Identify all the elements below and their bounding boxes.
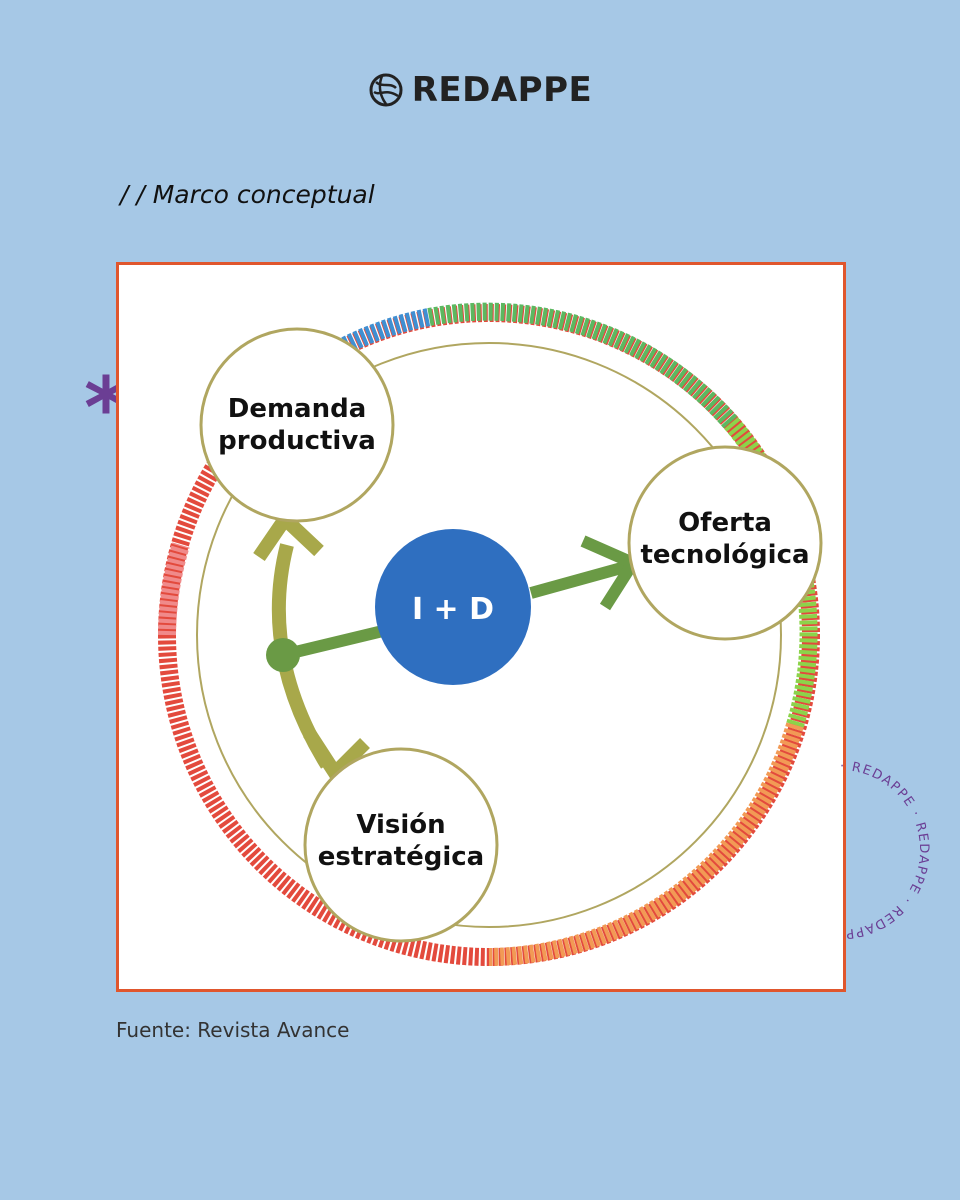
source-caption: Fuente: Revista Avance bbox=[116, 1018, 350, 1042]
node-oferta-line2: tecnológica bbox=[640, 540, 809, 570]
arrow-to-oferta bbox=[529, 561, 627, 599]
diagram-frame: I + D Demanda productiva Oferta tecnológ… bbox=[116, 262, 846, 992]
node-demanda: Demanda productiva bbox=[199, 327, 395, 523]
circular-stamp: · REDAPPE · REDAPPE · REDAPPE bbox=[820, 740, 931, 941]
node-demanda-line2: productiva bbox=[218, 426, 376, 456]
center-label: I + D bbox=[412, 592, 494, 627]
arrow-down-head bbox=[303, 729, 370, 785]
node-oferta-line1: Oferta bbox=[678, 508, 772, 538]
globe-icon bbox=[369, 73, 403, 107]
ring-pink-segment bbox=[158, 542, 190, 636]
inner-ring bbox=[196, 342, 782, 928]
node-vision-line2: estratégica bbox=[318, 842, 484, 872]
node-vision-line1: Visión bbox=[356, 810, 445, 840]
concept-diagram: I + D Demanda productiva Oferta tecnológ… bbox=[158, 302, 823, 966]
ring-blue-segment bbox=[256, 308, 431, 412]
ring-orange-segment bbox=[488, 722, 804, 966]
node-vision: Visión estratégica bbox=[303, 747, 499, 943]
stamp-text: · REDAPPE · REDAPPE · REDAPPE bbox=[820, 740, 931, 941]
node-demanda-line1: Demanda bbox=[228, 394, 367, 424]
page-title: / / Marco conceptual bbox=[120, 180, 375, 209]
center-circle bbox=[375, 529, 531, 685]
node-oferta: Oferta tecnológica bbox=[627, 445, 823, 641]
pivot-dot bbox=[266, 638, 300, 672]
brand-name: REDAPPE bbox=[411, 70, 593, 110]
brand-logo: REDAPPE bbox=[0, 70, 960, 110]
ring-green-segment bbox=[427, 302, 738, 429]
